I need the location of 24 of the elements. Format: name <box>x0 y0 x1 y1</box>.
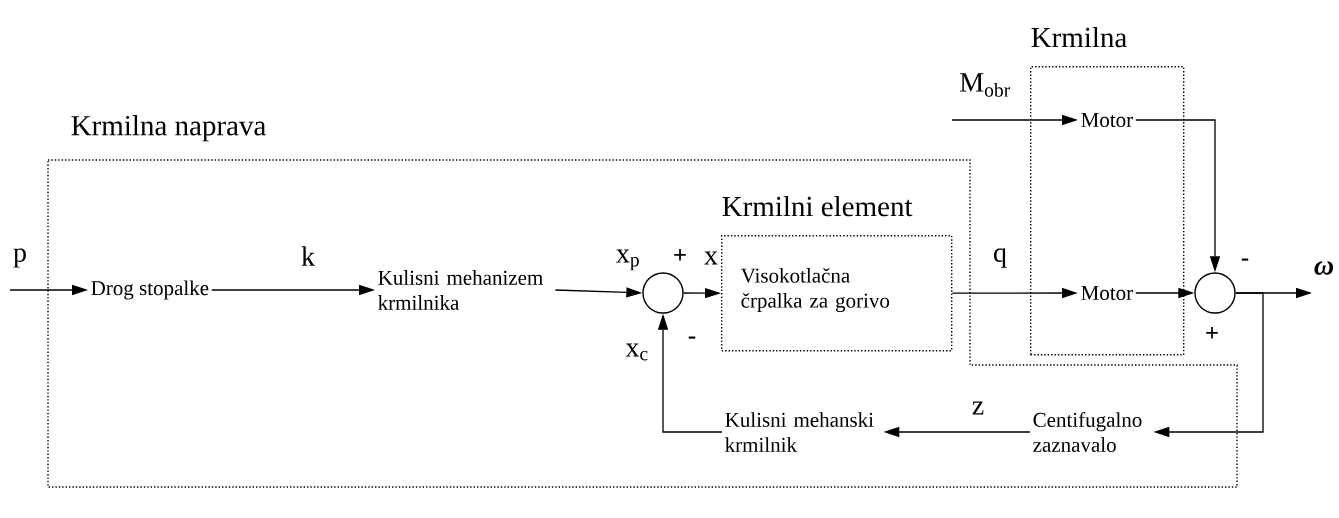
dotted-box: Krmilni element Visokotlačna črpalka za gorivo <box>721 195 953 352</box>
edge-label: q <box>994 248 1007 268</box>
edge-label: x$_{p}$ <box>616 249 639 271</box>
edge-label: p <box>13 248 26 268</box>
summing-junction <box>642 272 684 314</box>
edge-label: ω <box>1314 261 1334 275</box>
block-label: Motor <box>1081 113 1133 127</box>
block-label: Kulisni mehanizem krmilnika <box>378 270 543 310</box>
node-label: Krmilna naprava <box>71 115 266 142</box>
block-label: Motor <box>1081 286 1133 300</box>
sign-label: - <box>688 336 696 339</box>
node-label: Krmilna <box>1031 26 1127 48</box>
edge-label: x <box>704 251 718 265</box>
edge-label: M$_{obr}$ <box>960 73 1011 97</box>
block-label: Drog stopalke <box>91 280 209 300</box>
sign-label: - <box>1241 258 1249 261</box>
summing-junction <box>1194 272 1236 314</box>
block-label: Centifugalno zaznavalo <box>1033 412 1142 452</box>
edge-label: k <box>301 246 315 266</box>
edge-label: z <box>972 401 984 415</box>
node-label: Krmilni element <box>722 195 913 217</box>
edge-label: x$_{c}$ <box>625 343 648 361</box>
sign-label: + <box>674 248 686 261</box>
block-label: Kulisni mehanski krmilnik <box>725 412 874 452</box>
